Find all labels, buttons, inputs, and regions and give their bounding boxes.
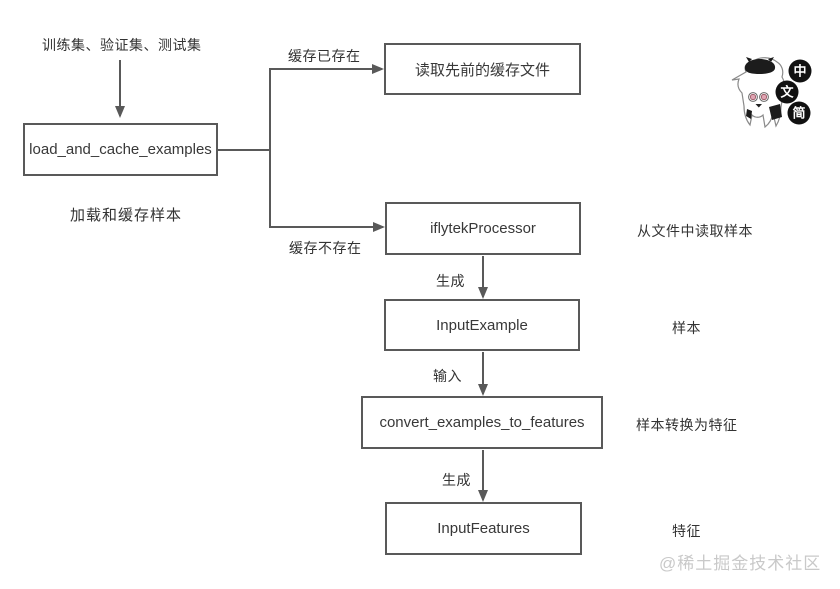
- badge-zhong: 中: [788, 59, 812, 83]
- annotation-samples-to-features: 样本转换为特征: [636, 417, 738, 433]
- node-input-example: InputExample: [384, 299, 580, 351]
- edge-label-generate-1: 生成: [436, 273, 465, 289]
- annotation-sample: 样本: [672, 320, 701, 336]
- svg-text:中: 中: [793, 64, 806, 79]
- badge-jian: 简: [787, 101, 811, 125]
- mascot-sticker: 中 文 简: [731, 57, 812, 129]
- annotation-feature: 特征: [672, 523, 701, 539]
- mascot-mouth: [755, 104, 762, 108]
- dataset-source-label: 训练集、验证集、测试集: [42, 37, 202, 53]
- badge-wen: 文: [775, 80, 799, 104]
- svg-text:简: 简: [792, 106, 805, 121]
- svg-text:文: 文: [780, 85, 794, 100]
- load-box-caption: 加载和缓存样本: [70, 207, 183, 224]
- node-iflytek-processor: iflytekProcessor: [385, 202, 581, 255]
- node-load-and-cache-examples: load_and_cache_examples: [23, 123, 218, 176]
- mascot-hat-icon: [744, 57, 776, 74]
- node-convert-examples-to-features: convert_examples_to_features: [361, 396, 603, 449]
- mascot-eyes: [748, 92, 769, 102]
- watermark-juejin: @稀土掘金技术社区: [659, 554, 822, 573]
- mascot-body: [746, 104, 782, 120]
- annotation-read-samples-from-file: 从文件中读取样本: [637, 223, 753, 239]
- edge-label-cache-exists: 缓存已存在: [288, 48, 361, 64]
- node-read-cached-file: 读取先前的缓存文件: [384, 43, 581, 95]
- edge-label-cache-missing: 缓存不存在: [289, 240, 362, 256]
- edge-label-generate-2: 生成: [442, 472, 471, 488]
- edge-label-input: 输入: [433, 368, 462, 384]
- node-input-features: InputFeatures: [385, 502, 582, 555]
